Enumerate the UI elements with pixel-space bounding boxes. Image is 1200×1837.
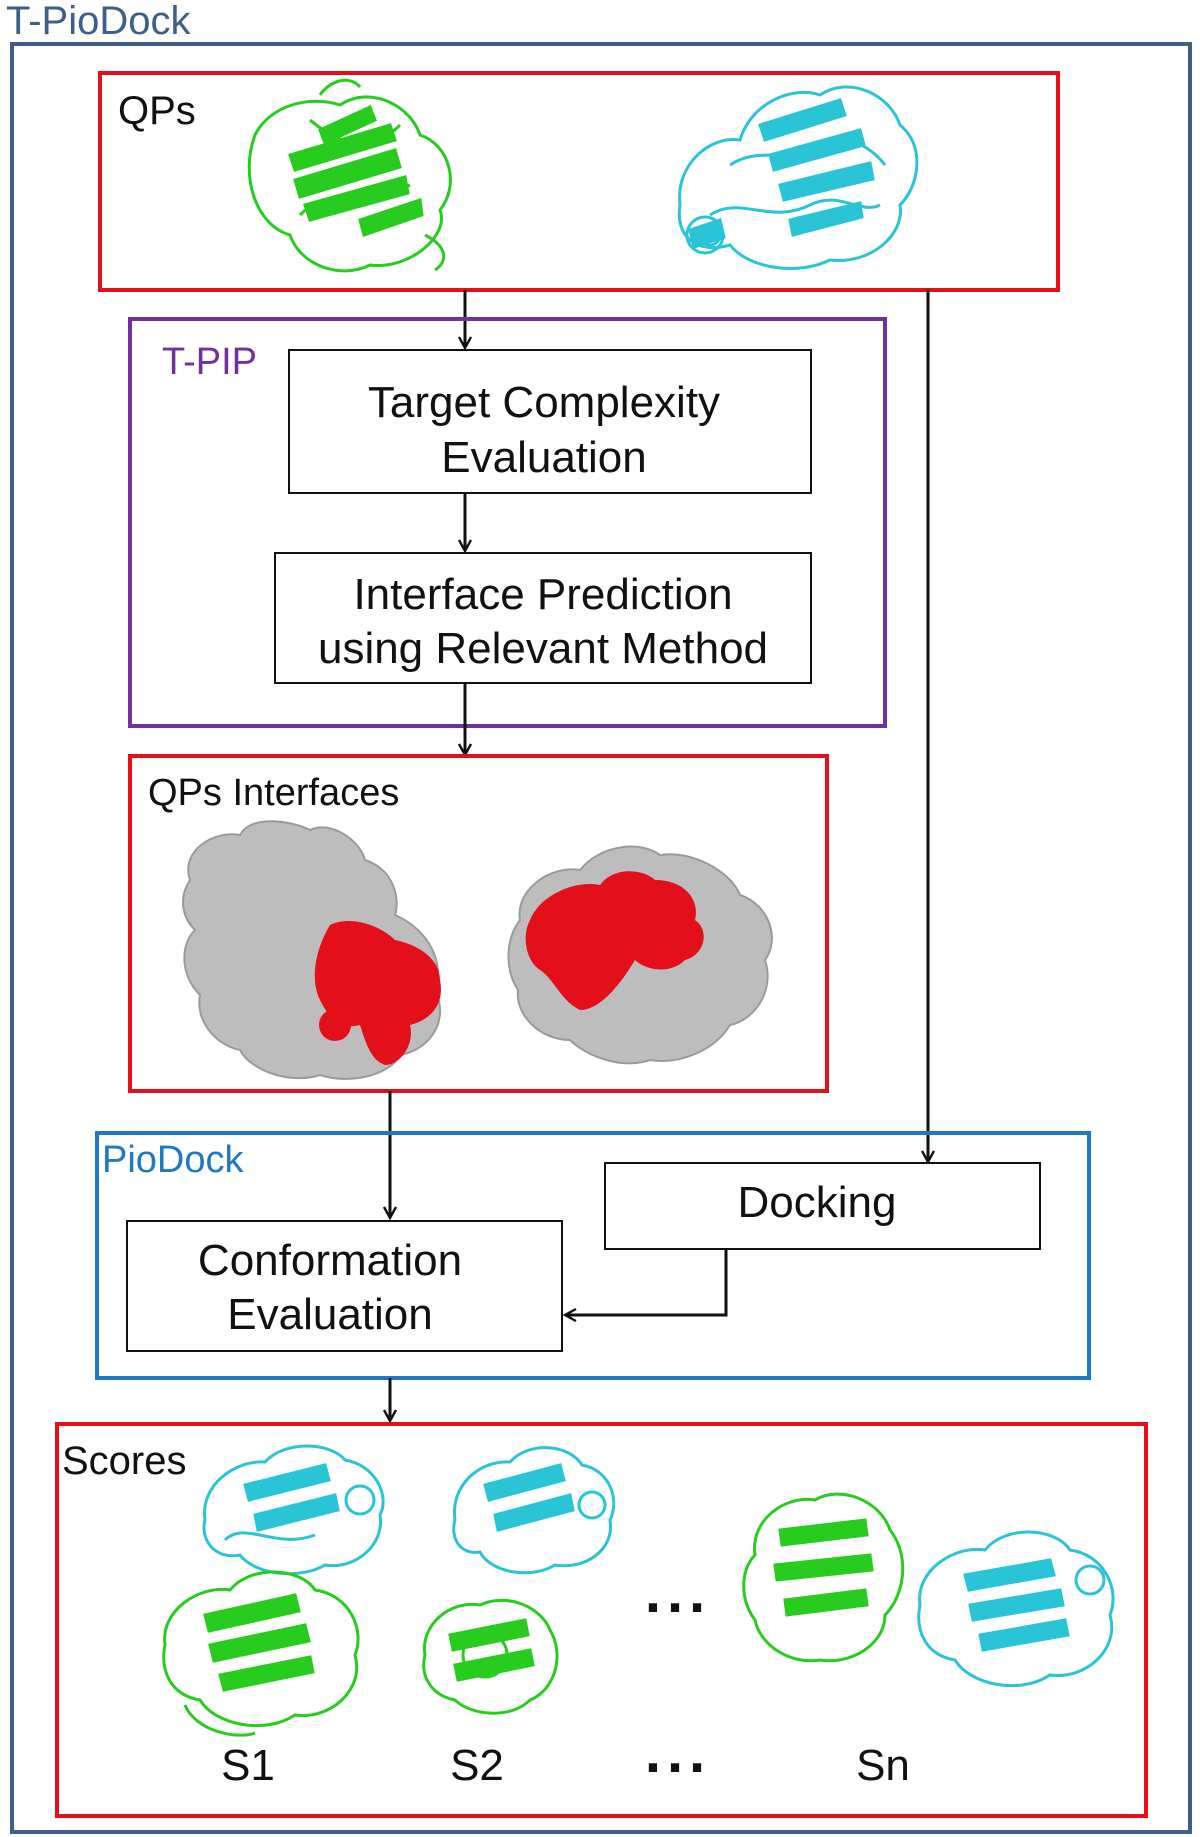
docking-box [604,1162,1041,1250]
target-complexity-line2: Evaluation [441,433,646,482]
interfaces-label: QPs Interfaces [148,772,399,814]
outer-title: T-PioDock [6,0,191,43]
target-complexity-line1: Target Complexity [368,378,720,427]
protein-surface-icon [182,820,441,1080]
docked-complex-icon [742,1492,1115,1688]
docked-complex-icon [162,1444,385,1737]
cyan-protein-icon [677,85,919,270]
arrow-docking-to-conformation [566,1249,728,1315]
docking-label: Docking [738,1178,897,1227]
interface-prediction-line2: using Relevant Method [318,624,768,673]
scores-box [55,1422,1148,1818]
qps-label: QPs [118,89,196,133]
scores-ellipsis-top: ... [645,1560,711,1625]
qps-box [98,71,1060,292]
score-label-sn: Sn [856,1741,910,1790]
outer-frame [10,42,1192,1834]
conformation-line2: Evaluation [227,1290,432,1339]
conformation-line1: Conformation [198,1236,462,1285]
piodock-label: PioDock [102,1139,244,1181]
conformation-box [126,1220,563,1352]
piodock-box [95,1131,1091,1380]
interface-prediction-box [274,552,812,684]
interfaces-box [128,754,829,1093]
scores-ellipsis-bottom: ... [645,1720,711,1785]
score-label-s1: S1 [221,1741,275,1790]
green-protein-icon [247,78,452,273]
score-label-s2: S2 [450,1741,504,1790]
target-complexity-box [288,349,812,494]
protein-surface-icon [507,845,773,1065]
interface-prediction-line1: Interface Prediction [353,570,732,619]
tpip-label: T-PIP [162,341,257,383]
tpip-box [128,317,887,728]
docked-complex-icon [422,1446,616,1715]
scores-label: Scores [62,1439,187,1483]
